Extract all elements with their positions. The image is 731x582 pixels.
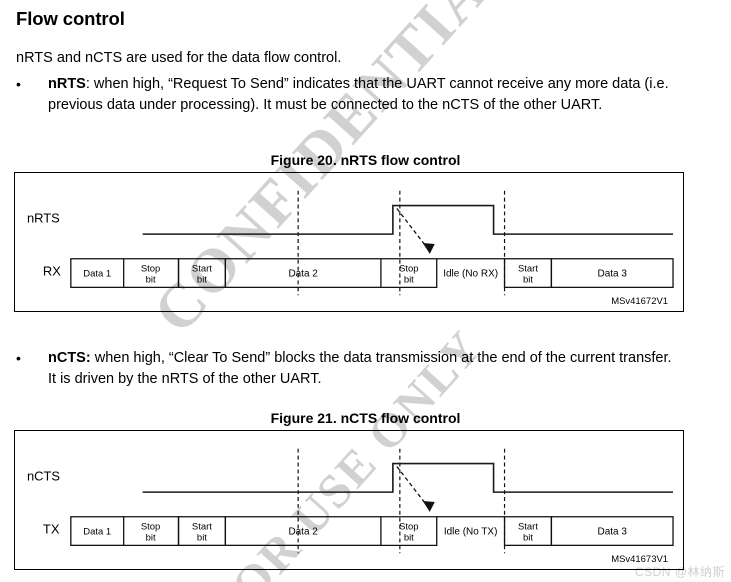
segment-label-startbit2-b: bit	[523, 531, 533, 542]
figure-20-timing-diagram: nRTS RX Data 1 Stop bit Start bit	[27, 190, 674, 306]
bullet-term-nrts: nRTS	[48, 76, 86, 92]
segment-label-stopbit2-b: bit	[404, 273, 414, 284]
segment-box-data1	[70, 258, 125, 288]
figure-20-code: MSv41672V1	[611, 295, 668, 306]
ncts-waveform	[142, 462, 674, 493]
segment-label-data1: Data 1	[83, 526, 111, 537]
bullet-item-nrts: • nRTS: when high, “Request To Send” ind…	[16, 74, 676, 116]
causality-arrow-head-icon	[422, 242, 435, 254]
signal-label-rx: RX	[43, 264, 61, 279]
segment-label-stopbit1-a: Stop	[141, 263, 160, 274]
segment-label-startbit1-a: Start	[192, 263, 212, 274]
causality-arrow-line	[396, 466, 430, 509]
bullet-body-ncts: when high, “Clear To Send” blocks the da…	[48, 350, 672, 387]
segment-label-data1: Data 1	[83, 268, 111, 279]
bullet-text-ncts: nCTS: when high, “Clear To Send” blocks …	[48, 348, 676, 390]
nrts-waveform	[142, 204, 674, 235]
segment-label-idle: Idle (No RX)	[443, 269, 498, 280]
segment-label-startbit1-b: bit	[197, 273, 207, 284]
bullet-marker-icon: •	[16, 76, 21, 92]
segment-box-data2	[224, 516, 382, 546]
segment-label-startbit2-a: Start	[518, 263, 538, 274]
segment-label-stopbit2-b: bit	[404, 531, 414, 542]
signal-label-tx: TX	[43, 522, 60, 537]
segment-box-data3	[550, 516, 674, 546]
segment-box-stopbit2	[380, 516, 438, 546]
csdn-watermark: CSDN @林纳斯	[634, 565, 725, 579]
segment-label-startbit2-b: bit	[523, 273, 533, 284]
signal-label-nrts: nRTS	[27, 210, 60, 225]
causality-arrow-head-icon	[422, 500, 435, 512]
segment-box-data1	[70, 516, 125, 546]
segment-label-idle: Idle (No TX)	[444, 527, 498, 538]
segment-label-stopbit2-a: Stop	[399, 521, 418, 532]
bullet-text-nrts: nRTS: when high, “Request To Send” indic…	[48, 74, 676, 116]
segment-label-stopbit1-b: bit	[146, 273, 156, 284]
bullet-term-ncts: nCTS:	[48, 350, 91, 366]
intro-paragraph: nRTS and nCTS are used for the data flow…	[16, 50, 342, 66]
causality-arrow-line	[396, 208, 430, 251]
segment-label-data2: Data 2	[288, 527, 318, 538]
segment-box-data3	[550, 258, 674, 288]
segment-box-data2	[224, 258, 382, 288]
segment-label-data2: Data 2	[288, 269, 318, 280]
figure-21-code: MSv41673V1	[611, 553, 668, 564]
segment-label-data3: Data 3	[598, 269, 628, 280]
bullet-marker-icon-2: •	[16, 350, 21, 366]
bullet-body-nrts: : when high, “Request To Send” indicates…	[48, 76, 669, 113]
page-title: Flow control	[16, 8, 125, 29]
bullet-item-ncts: • nCTS: when high, “Clear To Send” block…	[16, 348, 676, 390]
segment-label-data3: Data 3	[598, 527, 628, 538]
figure-20-caption: Figure 20. nRTS flow control	[270, 152, 461, 168]
segment-label-stopbit1-a: Stop	[141, 521, 160, 532]
signal-label-ncts: nCTS	[27, 468, 60, 483]
segment-label-startbit1-b: bit	[197, 531, 207, 542]
segment-label-startbit1-a: Start	[192, 521, 212, 532]
segment-box-stopbit2	[380, 258, 438, 288]
figure-21-timing-diagram: nCTS TX Data 1 Stop bit Start bit Data 2…	[27, 448, 674, 564]
figure-20-nrts-flow-control: nRTS RX Data 1 Stop bit Start bit	[14, 172, 684, 312]
figure-21-caption: Figure 21. nCTS flow control	[270, 410, 461, 426]
segment-label-stopbit1-b: bit	[146, 531, 156, 542]
figure-21-ncts-flow-control: nCTS TX Data 1 Stop bit Start bit Data 2…	[14, 430, 684, 570]
segment-label-stopbit2-a: Stop	[399, 263, 418, 274]
segment-label-startbit2-a: Start	[518, 521, 538, 532]
